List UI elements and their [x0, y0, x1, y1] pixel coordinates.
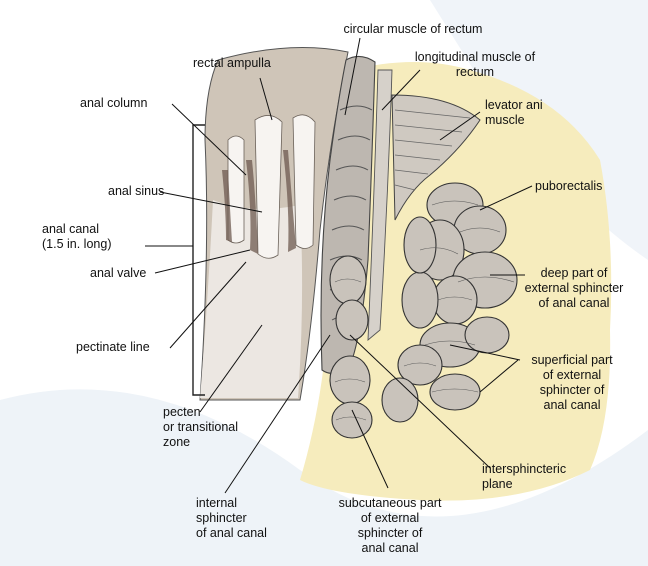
- label-deep-part: deep part of external sphincter of anal …: [510, 266, 638, 311]
- label-internal-sphincter-line1: internal: [196, 496, 267, 511]
- label-pecten-line3: zone: [163, 435, 238, 450]
- label-subcutaneous-part-line3: sphincter of: [320, 526, 460, 541]
- label-pecten-line2: or transitional: [163, 420, 238, 435]
- label-anal-canal-line2: (1.5 in. long): [42, 237, 111, 252]
- label-deep-part-line3: of anal canal: [510, 296, 638, 311]
- label-circular-muscle: circular muscle of rectum: [318, 22, 508, 37]
- label-levator-ani: levator ani muscle: [485, 98, 543, 128]
- label-rectal-ampulla: rectal ampulla: [193, 56, 271, 71]
- label-subcutaneous-part-line1: subcutaneous part: [320, 496, 460, 511]
- label-levator-ani-line1: levator ani: [485, 98, 543, 113]
- label-internal-sphincter-line3: of anal canal: [196, 526, 267, 541]
- label-levator-ani-line2: muscle: [485, 113, 543, 128]
- label-deep-part-line2: external sphincter: [510, 281, 638, 296]
- label-longitudinal-muscle-line1: longitudinal muscle of: [400, 50, 550, 65]
- label-superficial-part-line3: sphincter of: [512, 383, 632, 398]
- label-anal-valve: anal valve: [90, 266, 146, 281]
- label-superficial-part: superficial part of external sphincter o…: [512, 353, 632, 413]
- label-anal-canal: anal canal (1.5 in. long): [42, 222, 111, 252]
- label-anal-column: anal column: [80, 96, 147, 111]
- label-internal-sphincter: internal sphincter of anal canal: [196, 496, 267, 541]
- label-longitudinal-muscle-line2: rectum: [400, 65, 550, 80]
- label-anal-canal-line1: anal canal: [42, 222, 111, 237]
- label-pecten: pecten or transitional zone: [163, 405, 238, 450]
- label-pecten-line1: pecten: [163, 405, 238, 420]
- label-intersphincteric: intersphincteric plane: [482, 462, 566, 492]
- label-superficial-part-line1: superficial part: [512, 353, 632, 368]
- label-pectinate-line: pectinate line: [76, 340, 150, 355]
- label-internal-sphincter-line2: sphincter: [196, 511, 267, 526]
- label-longitudinal-muscle: longitudinal muscle of rectum: [400, 50, 550, 80]
- label-intersphincteric-line1: intersphincteric: [482, 462, 566, 477]
- label-subcutaneous-part-line4: anal canal: [320, 541, 460, 556]
- label-anal-sinus: anal sinus: [108, 184, 164, 199]
- label-deep-part-line1: deep part of: [510, 266, 638, 281]
- label-subcutaneous-part-line2: of external: [320, 511, 460, 526]
- label-superficial-part-line4: anal canal: [512, 398, 632, 413]
- label-superficial-part-line2: of external: [512, 368, 632, 383]
- label-puborectalis: puborectalis: [535, 179, 602, 194]
- label-subcutaneous-part: subcutaneous part of external sphincter …: [320, 496, 460, 556]
- label-intersphincteric-line2: plane: [482, 477, 566, 492]
